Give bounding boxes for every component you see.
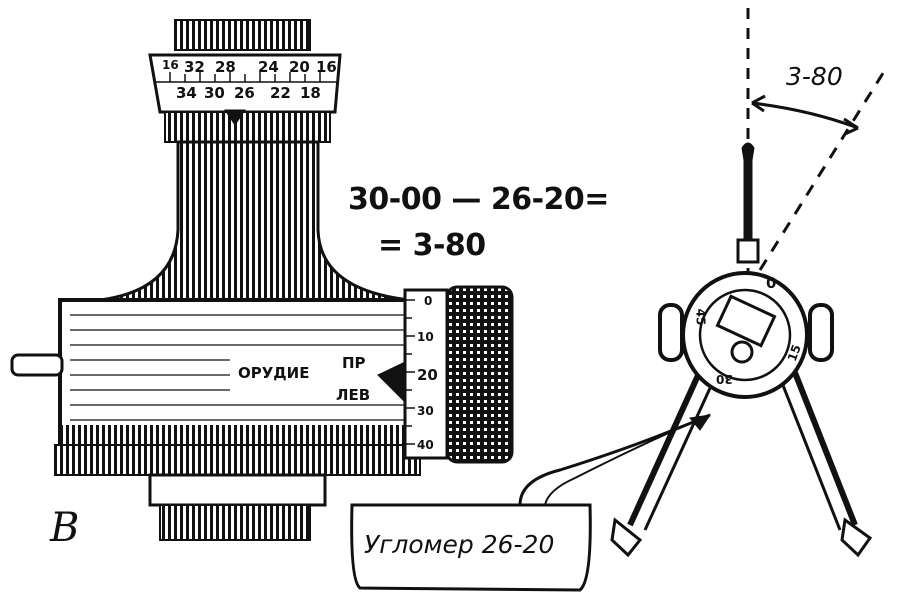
bottom-stem <box>148 473 327 507</box>
trail-left <box>627 358 708 527</box>
formula-line-2: = 3-80 <box>378 228 486 263</box>
dial-ticks <box>169 72 321 82</box>
dial-number: 18 <box>300 84 321 102</box>
dial-number: 34 <box>176 84 197 102</box>
sight-lens <box>730 340 754 364</box>
drum-scale-number: 30 <box>417 404 434 418</box>
eyepiece-pin <box>10 353 64 377</box>
dial-number: 24 <box>258 58 279 76</box>
circle-mark: 45 <box>693 308 708 326</box>
angle-arc <box>751 101 859 130</box>
gun-schematic <box>350 8 887 592</box>
callout-arrowhead <box>689 414 712 431</box>
dial-number: 20 <box>289 58 310 76</box>
angle-label: 3-80 <box>786 62 843 91</box>
spade-left <box>610 517 643 558</box>
arc-arrow-right <box>843 117 859 136</box>
trail-right <box>787 358 858 527</box>
bottom-knob <box>159 504 311 541</box>
label-right: ПР <box>342 354 366 372</box>
dial-number: 32 <box>184 58 205 76</box>
lower-flange <box>54 444 421 476</box>
drum-scale-number: 40 <box>417 438 434 452</box>
dial-number: 16 <box>316 58 337 76</box>
aiming-line <box>758 69 887 271</box>
breech <box>736 238 760 264</box>
top-ridged-knob <box>174 19 311 51</box>
dial-number: 22 <box>270 84 291 102</box>
label-gun: ОРУДИЕ <box>238 364 310 382</box>
body-hatching <box>70 314 405 421</box>
sight-neck <box>99 140 411 302</box>
callout-box <box>350 503 592 592</box>
dial-number: 30 <box>204 84 225 102</box>
formula-line-1: 30-00 — 26-20= <box>348 182 609 217</box>
drum-scale-number: 20 <box>417 366 438 384</box>
circle-mark: 0 <box>766 274 777 292</box>
callout-pointer <box>518 413 711 506</box>
drum-index-pointer <box>377 361 406 404</box>
body-shadow <box>62 425 412 447</box>
drum-ticks <box>405 299 415 445</box>
dial-index-pointer <box>224 109 246 126</box>
azimuth-dial-ring <box>148 53 342 114</box>
dial-number: 26 <box>234 84 255 102</box>
dial-number: 28 <box>215 58 236 76</box>
sight-on-mount <box>715 294 777 348</box>
wheel-left <box>658 303 684 362</box>
callout-pointer-inner <box>544 414 711 506</box>
drum-scale-number: 10 <box>417 330 434 344</box>
gun-barrel <box>743 159 753 246</box>
callout-text: Угломер 26-20 <box>364 530 555 559</box>
wheel-right <box>808 303 834 362</box>
trail-right-inner <box>773 364 842 531</box>
dial-collar <box>164 111 331 143</box>
drum-scale-number: 0 <box>424 294 433 308</box>
panel-letter: В <box>50 505 80 551</box>
label-left: ЛЕВ <box>336 386 371 404</box>
trail-left-inner <box>643 361 724 531</box>
circle-mark: 30 <box>716 372 733 386</box>
arc-arrow-left <box>751 94 766 113</box>
knurled-knob <box>445 285 514 464</box>
panoramic-sight <box>10 19 514 541</box>
dial-number: 16 <box>162 58 179 72</box>
spade-right <box>840 517 873 558</box>
